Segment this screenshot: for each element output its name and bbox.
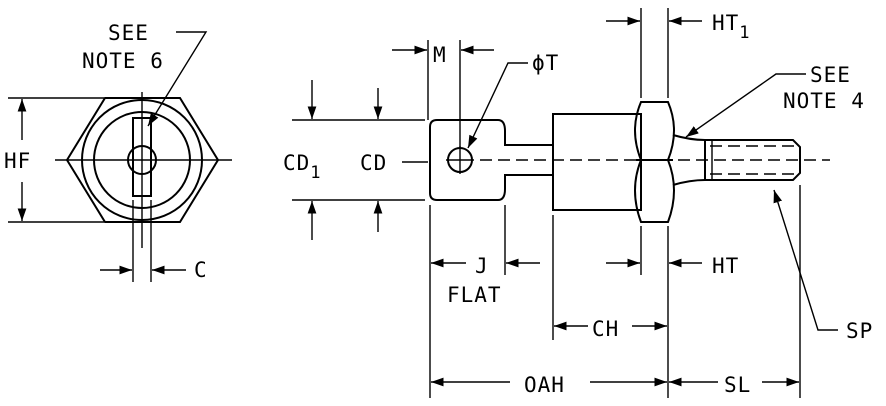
label-sl: SL (724, 373, 751, 397)
side-view: CD1 CD M ϕT HT1 SEE NOTE 4 J FLAT (283, 8, 873, 398)
label-sp: SP (846, 319, 873, 343)
label-see-note-4-line1: SEE (810, 63, 851, 87)
tang-outline (429, 119, 554, 201)
label-j: J (475, 254, 489, 278)
sp-leader (773, 189, 838, 331)
label-cd1: CD1 (283, 151, 322, 183)
label-cd1-sub: 1 (310, 163, 321, 183)
hex-side (634, 101, 675, 223)
label-hf: HF (4, 149, 31, 173)
note-4-leader (685, 73, 806, 138)
label-oah: OAH (524, 373, 565, 397)
phi-t-leader (467, 62, 528, 149)
shank-body (552, 113, 642, 211)
label-ht1-sub: 1 (739, 23, 750, 43)
label-see-note-6-line1: SEE (108, 21, 149, 45)
note-6-leader (147, 31, 208, 127)
neck-top (672, 134, 706, 141)
label-cd: CD (360, 151, 387, 175)
label-ht1: HT1 (712, 11, 751, 43)
label-see-note-6-line2: NOTE 6 (82, 49, 164, 73)
label-ht: HT (712, 254, 739, 278)
label-see-note-4-line2: NOTE 4 (783, 89, 865, 113)
end-view: HF SEE NOTE 6 C (4, 21, 232, 282)
label-ch: CH (592, 317, 619, 341)
label-flat: FLAT (447, 283, 502, 307)
label-phi-t: ϕT (532, 51, 559, 75)
stud-outline (704, 139, 801, 181)
label-cd1-main: CD (283, 151, 310, 175)
label-ht1-main: HT (712, 11, 739, 35)
label-m: M (433, 43, 447, 67)
neck-bottom (672, 179, 706, 186)
label-c: C (194, 258, 208, 282)
